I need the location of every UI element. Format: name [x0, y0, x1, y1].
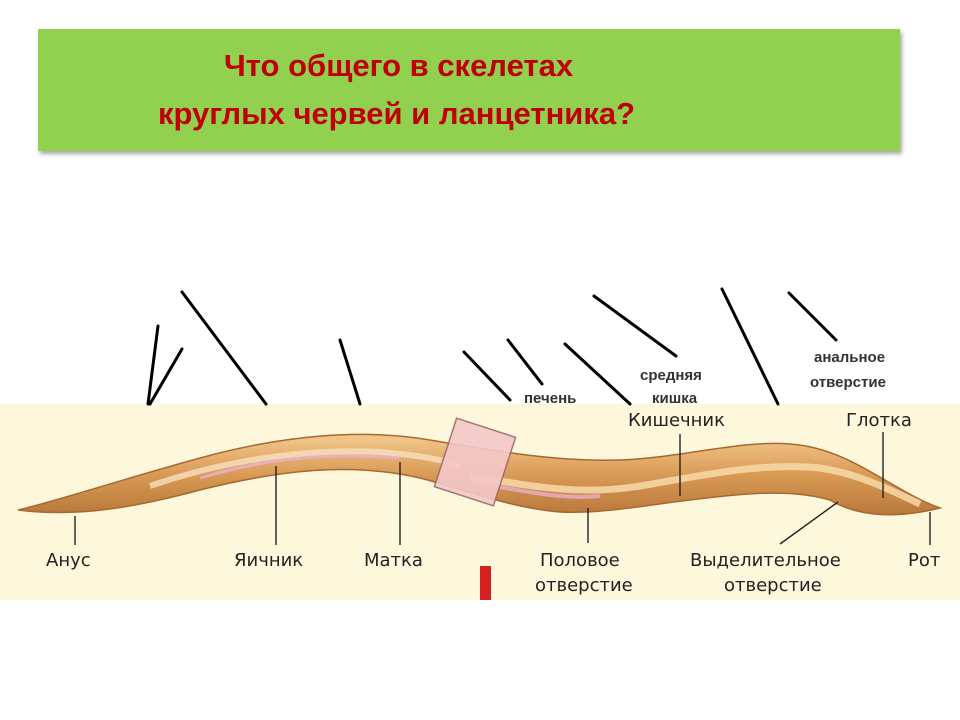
anal-opening-label-line-1: анальное	[814, 349, 885, 366]
leader-line	[148, 347, 184, 406]
excretory-opening-label-line-2: отверстие	[724, 575, 822, 596]
mouth-label: Рот	[908, 550, 940, 571]
genital-opening-label-line-2: отверстие	[535, 575, 633, 596]
intestine-tube	[469, 463, 922, 508]
leader-line	[338, 338, 362, 406]
magnified-section-overlay	[433, 417, 517, 507]
worm-pointer-lines	[74, 432, 931, 545]
leader-line	[180, 290, 268, 406]
intestine-label: Кишечник	[628, 410, 725, 431]
midgut-label-line-2: кишка	[652, 390, 698, 407]
pharynx-label: Глотка	[846, 410, 912, 431]
red-marker	[480, 566, 491, 600]
genital-opening-label-line-1: Половое	[540, 550, 620, 571]
midgut-label-line-1: средняя	[640, 367, 702, 384]
leader-line	[592, 294, 678, 358]
slide-title-line-2: круглых червей и ланцетника?	[158, 96, 636, 131]
leader-line	[563, 342, 632, 406]
leader-lines	[146, 287, 838, 406]
uterus-label: Матка	[364, 550, 423, 571]
pointer-excretory	[779, 501, 839, 545]
leader-line	[146, 324, 160, 406]
anal-opening-label-line-2: отверстие	[810, 374, 886, 391]
ovary-label: Яичник	[234, 550, 303, 571]
leader-line	[462, 350, 512, 402]
uterus-tube	[199, 454, 401, 480]
leader-line	[720, 287, 780, 406]
anus-label: Анус	[46, 550, 91, 571]
reproductive-tubes	[149, 448, 462, 489]
liver-label: печень	[524, 390, 576, 407]
leader-line	[506, 338, 544, 386]
slide-title-line-1: Что общего в скелетах	[224, 48, 574, 83]
title-banner	[38, 29, 900, 151]
leader-line	[787, 291, 838, 342]
excretory-opening-label-line-1: Выделительное	[690, 550, 841, 571]
